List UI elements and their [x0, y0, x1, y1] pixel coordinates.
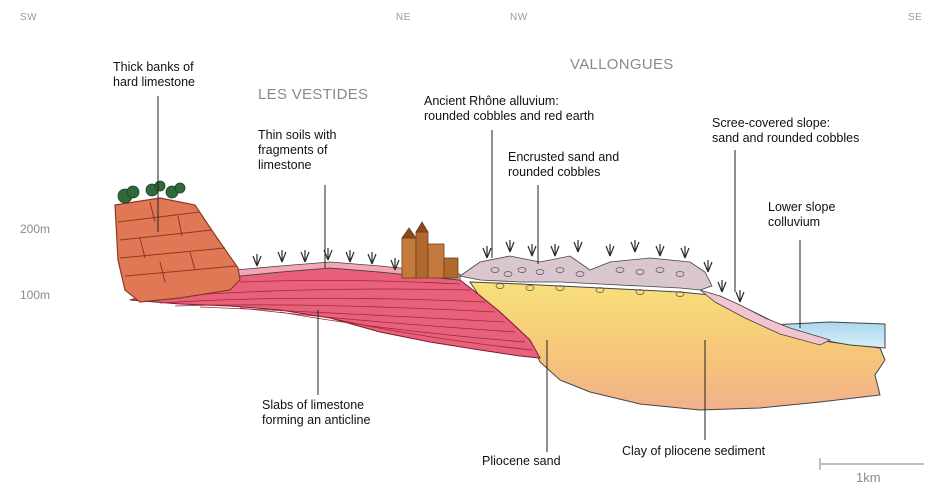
- direction-nw: NW: [510, 12, 528, 23]
- direction-sw: SW: [20, 12, 37, 23]
- label-slabs: Slabs of limestone forming an anticline: [262, 398, 370, 428]
- label-line: rounded cobbles: [508, 165, 619, 180]
- elevation-100m: 100m: [20, 288, 50, 302]
- label-line: Thin soils with: [258, 128, 337, 143]
- label-thin-soils: Thin soils with fragments of limestone: [258, 128, 337, 173]
- label-line: Thick banks of: [113, 60, 195, 75]
- label-line: Scree-covered slope:: [712, 116, 859, 131]
- place-vallongues: VALLONGUES: [570, 56, 674, 73]
- label-line: colluvium: [768, 215, 835, 230]
- elevation-200m: 200m: [20, 222, 50, 236]
- label-clay: Clay of pliocene sediment: [622, 444, 765, 459]
- direction-ne: NE: [396, 12, 411, 23]
- limestone-cliff: [115, 198, 240, 302]
- label-scree-slope: Scree-covered slope: sand and rounded co…: [712, 116, 859, 146]
- label-ancient-rhone: Ancient Rhône alluvium: rounded cobbles …: [424, 94, 594, 124]
- scale-label: 1km: [856, 470, 881, 485]
- label-line: fragments of: [258, 143, 337, 158]
- label-thick-banks: Thick banks of hard limestone: [113, 60, 195, 90]
- label-line: Clay of pliocene sediment: [622, 444, 765, 459]
- label-line: forming an anticline: [262, 413, 370, 428]
- label-line: limestone: [258, 158, 337, 173]
- label-line: Slabs of limestone: [262, 398, 370, 413]
- label-line: Lower slope: [768, 200, 835, 215]
- direction-se: SE: [908, 12, 922, 23]
- label-line: rounded cobbles and red earth: [424, 109, 594, 124]
- label-line: Pliocene sand: [482, 454, 561, 469]
- place-les-vestides: LES VESTIDES: [258, 86, 368, 103]
- label-pliocene-sand: Pliocene sand: [482, 454, 561, 469]
- label-line: Ancient Rhône alluvium:: [424, 94, 594, 109]
- label-encrusted-sand: Encrusted sand and rounded cobbles: [508, 150, 619, 180]
- label-lower-slope: Lower slope colluvium: [768, 200, 835, 230]
- village: [402, 222, 458, 278]
- label-line: Encrusted sand and: [508, 150, 619, 165]
- label-line: sand and rounded cobbles: [712, 131, 859, 146]
- scale-bar: [820, 458, 924, 470]
- label-line: hard limestone: [113, 75, 195, 90]
